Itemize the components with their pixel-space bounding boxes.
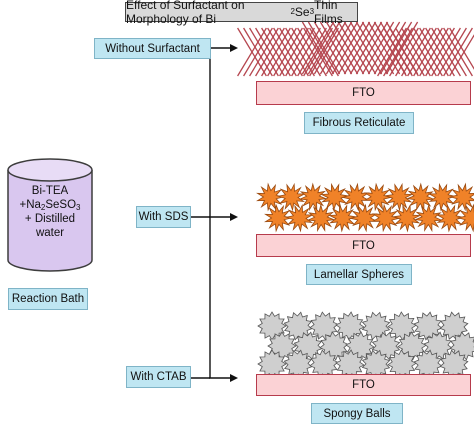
title-main: Effect of Surfactant on Morphology of Bi	[126, 0, 245, 26]
diagram-title: Effect of Surfactant on Morphology of Bi…	[125, 0, 358, 26]
morphology-lamellar-spheres: Lamellar Spheres	[306, 264, 412, 285]
fto-substrate: FTO	[256, 374, 471, 396]
lamellar-sphere	[427, 182, 457, 212]
bath-line-3: + Distilled	[24, 213, 76, 225]
flow-lines	[190, 47, 232, 379]
lamellar-sphere	[284, 203, 314, 233]
fto-label: FTO	[352, 239, 375, 252]
morphology-label: Spongy Balls	[323, 407, 391, 420]
lamellar-sphere	[306, 203, 336, 232]
bath-line-4: water	[35, 227, 65, 239]
arrowhead-icon	[230, 213, 238, 221]
title-mid: Se	[294, 5, 310, 19]
arrowhead-icon	[230, 44, 238, 52]
morphology-label: Lamellar Spheres	[313, 268, 405, 281]
condition-label: With SDS	[138, 211, 189, 223]
condition-label: Without Surfactant	[105, 42, 200, 55]
fiber-mesh	[237, 27, 339, 77]
condition-label: With CTAB	[130, 371, 187, 383]
bath-line-1: Bi-TEA	[31, 185, 69, 197]
fiber-mesh	[377, 27, 474, 77]
fto-label: FTO	[352, 379, 375, 391]
lamellar-sphere	[435, 203, 465, 233]
lamellar-sphere	[392, 203, 422, 233]
lamellar-sphere	[363, 182, 393, 212]
condition-without-surfactant: Without Surfactant	[94, 38, 211, 59]
fto-substrate: FTO	[256, 81, 471, 105]
reaction-bath-cylinder	[7, 158, 93, 272]
spongy-ball	[439, 349, 469, 379]
lamellar-sphere	[256, 182, 285, 212]
lamellar-sphere	[384, 182, 414, 212]
bath-contents: Bi-TEA +Na2SeSO3 + Distilled water	[8, 184, 92, 240]
spongy-balls-graphic	[257, 311, 474, 379]
lamellar-sphere	[456, 203, 474, 233]
fto-label: FTO	[352, 87, 375, 99]
lamellar-spheres-graphic	[256, 182, 474, 233]
morphology-spongy-balls: Spongy Balls	[311, 403, 403, 424]
lamellar-sphere	[298, 182, 328, 211]
bath-line-2: +Na2SeSO3	[19, 199, 81, 212]
condition-with-sds: With SDS	[136, 206, 191, 228]
reaction-bath-label: Reaction Bath	[8, 288, 88, 310]
arrowhead-icon	[230, 374, 238, 382]
lamellar-sphere	[406, 182, 435, 212]
fibrous-reticulate-graphic	[237, 21, 474, 77]
fto-substrate: FTO	[256, 234, 471, 257]
morphology-label: Fibrous Reticulate	[312, 117, 406, 129]
lamellar-sphere	[414, 203, 443, 233]
condition-with-ctab: With CTAB	[126, 366, 191, 388]
lamellar-sphere	[276, 182, 306, 212]
reaction-bath-text: Reaction Bath	[11, 293, 85, 305]
lamellar-sphere	[371, 203, 401, 233]
morphology-fibrous-reticulate: Fibrous Reticulate	[304, 112, 414, 134]
arrowheads	[230, 44, 238, 382]
spongy-ball	[439, 311, 469, 341]
lamellar-sphere	[448, 182, 474, 212]
title-end: Thin Films	[314, 0, 343, 26]
lamellar-sphere	[264, 203, 293, 233]
lamellar-sphere	[349, 203, 379, 233]
